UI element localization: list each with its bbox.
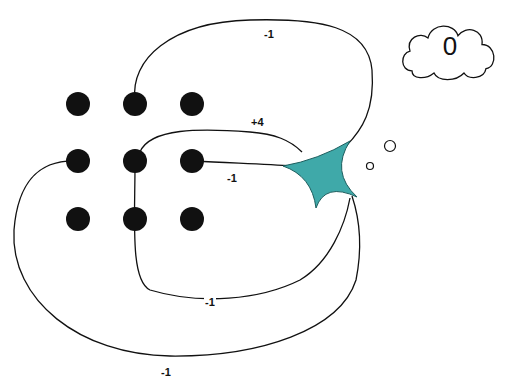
weight-label: -1 <box>263 28 275 40</box>
link-curve <box>140 130 302 152</box>
thought-dot <box>367 163 374 170</box>
grid-dot <box>123 92 147 116</box>
grid-dot <box>180 149 204 173</box>
grid-dot <box>66 92 90 116</box>
grid-dot <box>180 207 204 231</box>
grid-dot <box>123 149 147 173</box>
thought-cloud: 0 <box>398 16 502 82</box>
grid-dot <box>66 149 90 173</box>
link-curve <box>195 161 292 166</box>
grid-dot <box>123 207 147 231</box>
weight-label: +4 <box>250 116 265 128</box>
weight-label: -1 <box>160 366 172 378</box>
star-shape <box>283 141 357 208</box>
grid-dot <box>180 92 204 116</box>
weight-label: -1 <box>226 172 238 184</box>
link-curve <box>14 161 360 356</box>
thought-dot <box>385 141 396 152</box>
link-curve <box>135 20 373 146</box>
cloud-value: 0 <box>398 16 502 62</box>
weight-label: -1 <box>204 296 216 308</box>
grid-dot <box>66 207 90 231</box>
